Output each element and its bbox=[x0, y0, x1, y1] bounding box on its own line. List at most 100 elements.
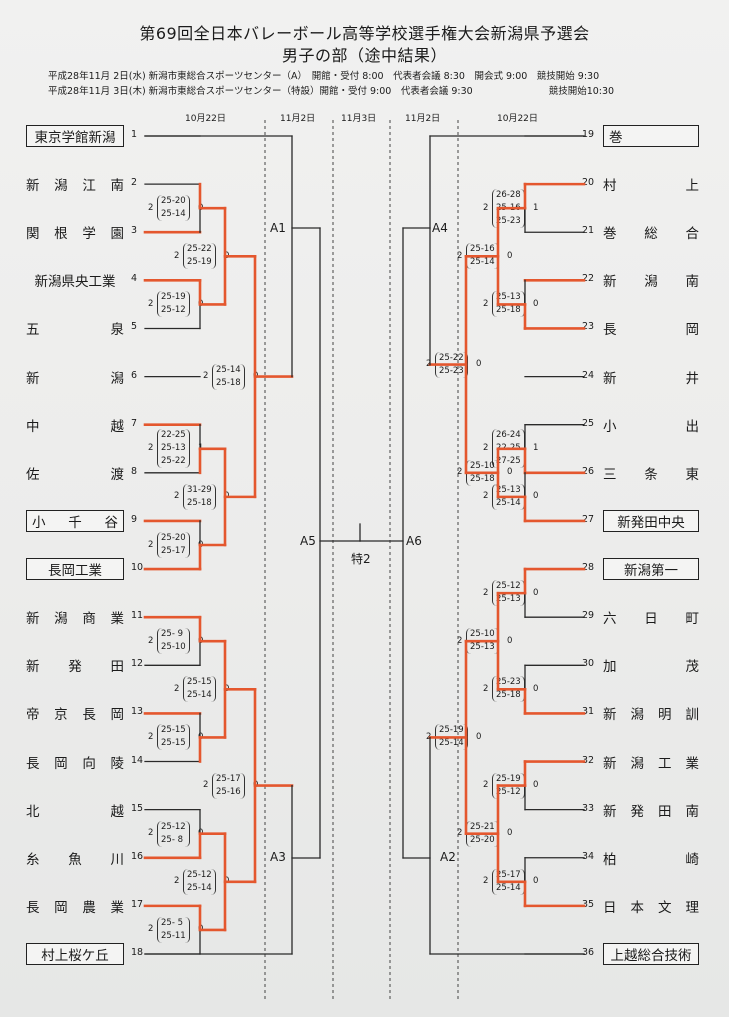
seed-number: 23 bbox=[582, 321, 595, 333]
sets-won: 2 bbox=[174, 683, 180, 694]
team-name-char: 新 bbox=[26, 611, 40, 628]
round-label-a5: A5 bbox=[300, 534, 316, 548]
set-score: 25-12 bbox=[161, 305, 186, 316]
seed-number: 31 bbox=[582, 706, 595, 718]
set-scores: 25- 5 25-11 bbox=[157, 916, 190, 943]
set-score: 25-12 bbox=[187, 869, 212, 880]
schedule-line-1: 平成28年11月 2日(水) 新潟市東総合スポーツセンター（A） 開館・受付 8… bbox=[48, 71, 600, 82]
team-name-char: 新 bbox=[603, 803, 617, 820]
set-score: 31-29 bbox=[187, 484, 212, 495]
team-name: 村上桜ケ丘 bbox=[26, 943, 124, 965]
date-header: 10月22日 bbox=[185, 114, 226, 124]
set-score: 25-12 bbox=[161, 821, 186, 832]
team-name-char: 業 bbox=[685, 755, 700, 772]
set-scores: 25-22 25-19 bbox=[183, 243, 216, 270]
team-name-char: 総 bbox=[644, 226, 658, 243]
seed-number: 2 bbox=[131, 177, 138, 189]
set-score: 25-14 bbox=[496, 882, 521, 893]
set-score: 25-22 bbox=[161, 456, 186, 467]
sets-won: 2 bbox=[483, 202, 489, 213]
team-name-char: 佐 bbox=[26, 466, 40, 483]
set-score: 25-20 bbox=[470, 834, 495, 845]
set-score: 25-11 bbox=[161, 930, 186, 941]
set-score: 25-12 bbox=[496, 786, 521, 797]
sets-won: 2 bbox=[483, 683, 489, 694]
set-score: 25-14 bbox=[470, 257, 495, 268]
schedule-line-2: 平成28年11月 3日(木) 新潟市東総合スポーツセンター（特設）開館・受付 9… bbox=[48, 86, 615, 97]
set-score: 25-22 bbox=[187, 244, 212, 255]
sets-lost: 0 bbox=[476, 731, 482, 742]
date-header: 11月2日 bbox=[405, 114, 441, 124]
team-name-char: 越 bbox=[110, 418, 125, 435]
team-name: 新潟第一 bbox=[603, 558, 699, 581]
team-name-char: 長 bbox=[603, 322, 617, 339]
team-name: 村上 bbox=[603, 173, 699, 195]
team-name: 新発田南 bbox=[603, 799, 699, 821]
sets-won: 2 bbox=[148, 731, 154, 742]
sets-won: 2 bbox=[483, 876, 489, 887]
team-name: 佐渡 bbox=[26, 462, 124, 484]
team-name-char: 越 bbox=[110, 803, 125, 820]
round-label-a6: A6 bbox=[406, 534, 422, 548]
team-name-char: 三 bbox=[603, 466, 617, 483]
set-score: 25-15 bbox=[161, 725, 186, 736]
sets-won: 2 bbox=[203, 780, 209, 791]
sets-won: 2 bbox=[148, 202, 154, 213]
team-name-char: 新 bbox=[26, 178, 40, 195]
sets-lost: 1 bbox=[533, 202, 539, 213]
seed-number: 20 bbox=[582, 177, 595, 189]
team-name-char: 町 bbox=[685, 611, 700, 628]
set-score: 25-14 bbox=[216, 364, 241, 375]
set-score: 25-13 bbox=[496, 594, 521, 605]
sets-won: 2 bbox=[483, 491, 489, 502]
page-title: 第69回全日本バレーボール高等学校選手権大会新潟県予選会 bbox=[139, 24, 590, 43]
team-name-char: 農 bbox=[82, 899, 96, 916]
set-score: 25-18 bbox=[187, 497, 212, 508]
seed-number: 19 bbox=[582, 129, 595, 140]
seed-number: 30 bbox=[582, 658, 595, 670]
set-score: 25-18 bbox=[496, 690, 521, 701]
team-name: 長岡 bbox=[603, 317, 699, 339]
team-name-char: 岡 bbox=[110, 707, 124, 724]
set-score: 25- 5 bbox=[161, 917, 183, 928]
team-name: 新潟明訓 bbox=[603, 702, 699, 724]
team-name-char: 工 bbox=[658, 755, 672, 772]
set-score: 25-18 bbox=[216, 377, 241, 388]
set-score: 25-16 bbox=[216, 786, 241, 797]
team-name: 長岡農業 bbox=[26, 895, 124, 917]
team-name-char: 根 bbox=[54, 226, 68, 243]
set-score: 25-19 bbox=[187, 257, 212, 268]
team-name-char: 岡 bbox=[54, 755, 68, 772]
team-name-char: 江 bbox=[82, 178, 96, 195]
set-score: 25-13 bbox=[496, 292, 521, 303]
team-name-char: 新 bbox=[603, 274, 617, 291]
team-name-char: 業 bbox=[110, 899, 124, 916]
sets-won: 2 bbox=[457, 467, 463, 478]
team-name: 東京学館新潟 bbox=[26, 125, 124, 147]
seed-number: 15 bbox=[131, 802, 144, 814]
team-name-char: 新 bbox=[26, 370, 40, 387]
team-name-char: 新 bbox=[26, 659, 40, 676]
team-name-char: 潟 bbox=[630, 707, 645, 724]
team-name: 加茂 bbox=[603, 654, 699, 676]
team-name-char: 向 bbox=[82, 755, 96, 772]
sets-lost: 0 bbox=[533, 780, 539, 791]
sets-won: 2 bbox=[148, 828, 154, 839]
team-name-char: 訓 bbox=[685, 707, 700, 724]
set-score: 25-23 bbox=[439, 365, 464, 376]
set-score: 25- 8 bbox=[161, 834, 183, 845]
team-name-char: 小 bbox=[603, 418, 617, 435]
team-name-char: 陵 bbox=[110, 755, 124, 772]
team-name-char: 発 bbox=[630, 803, 645, 820]
team-name: 巻 bbox=[603, 125, 699, 147]
seed-number: 36 bbox=[582, 947, 595, 958]
set-score: 25-22 bbox=[439, 352, 464, 363]
team-name-char: 商 bbox=[82, 611, 96, 628]
set-scores: 25-12 25- 8 bbox=[157, 820, 190, 847]
team-name: 新潟商業 bbox=[26, 606, 124, 628]
seed-number: 3 bbox=[131, 225, 138, 237]
team-name-char: 加 bbox=[603, 659, 617, 676]
